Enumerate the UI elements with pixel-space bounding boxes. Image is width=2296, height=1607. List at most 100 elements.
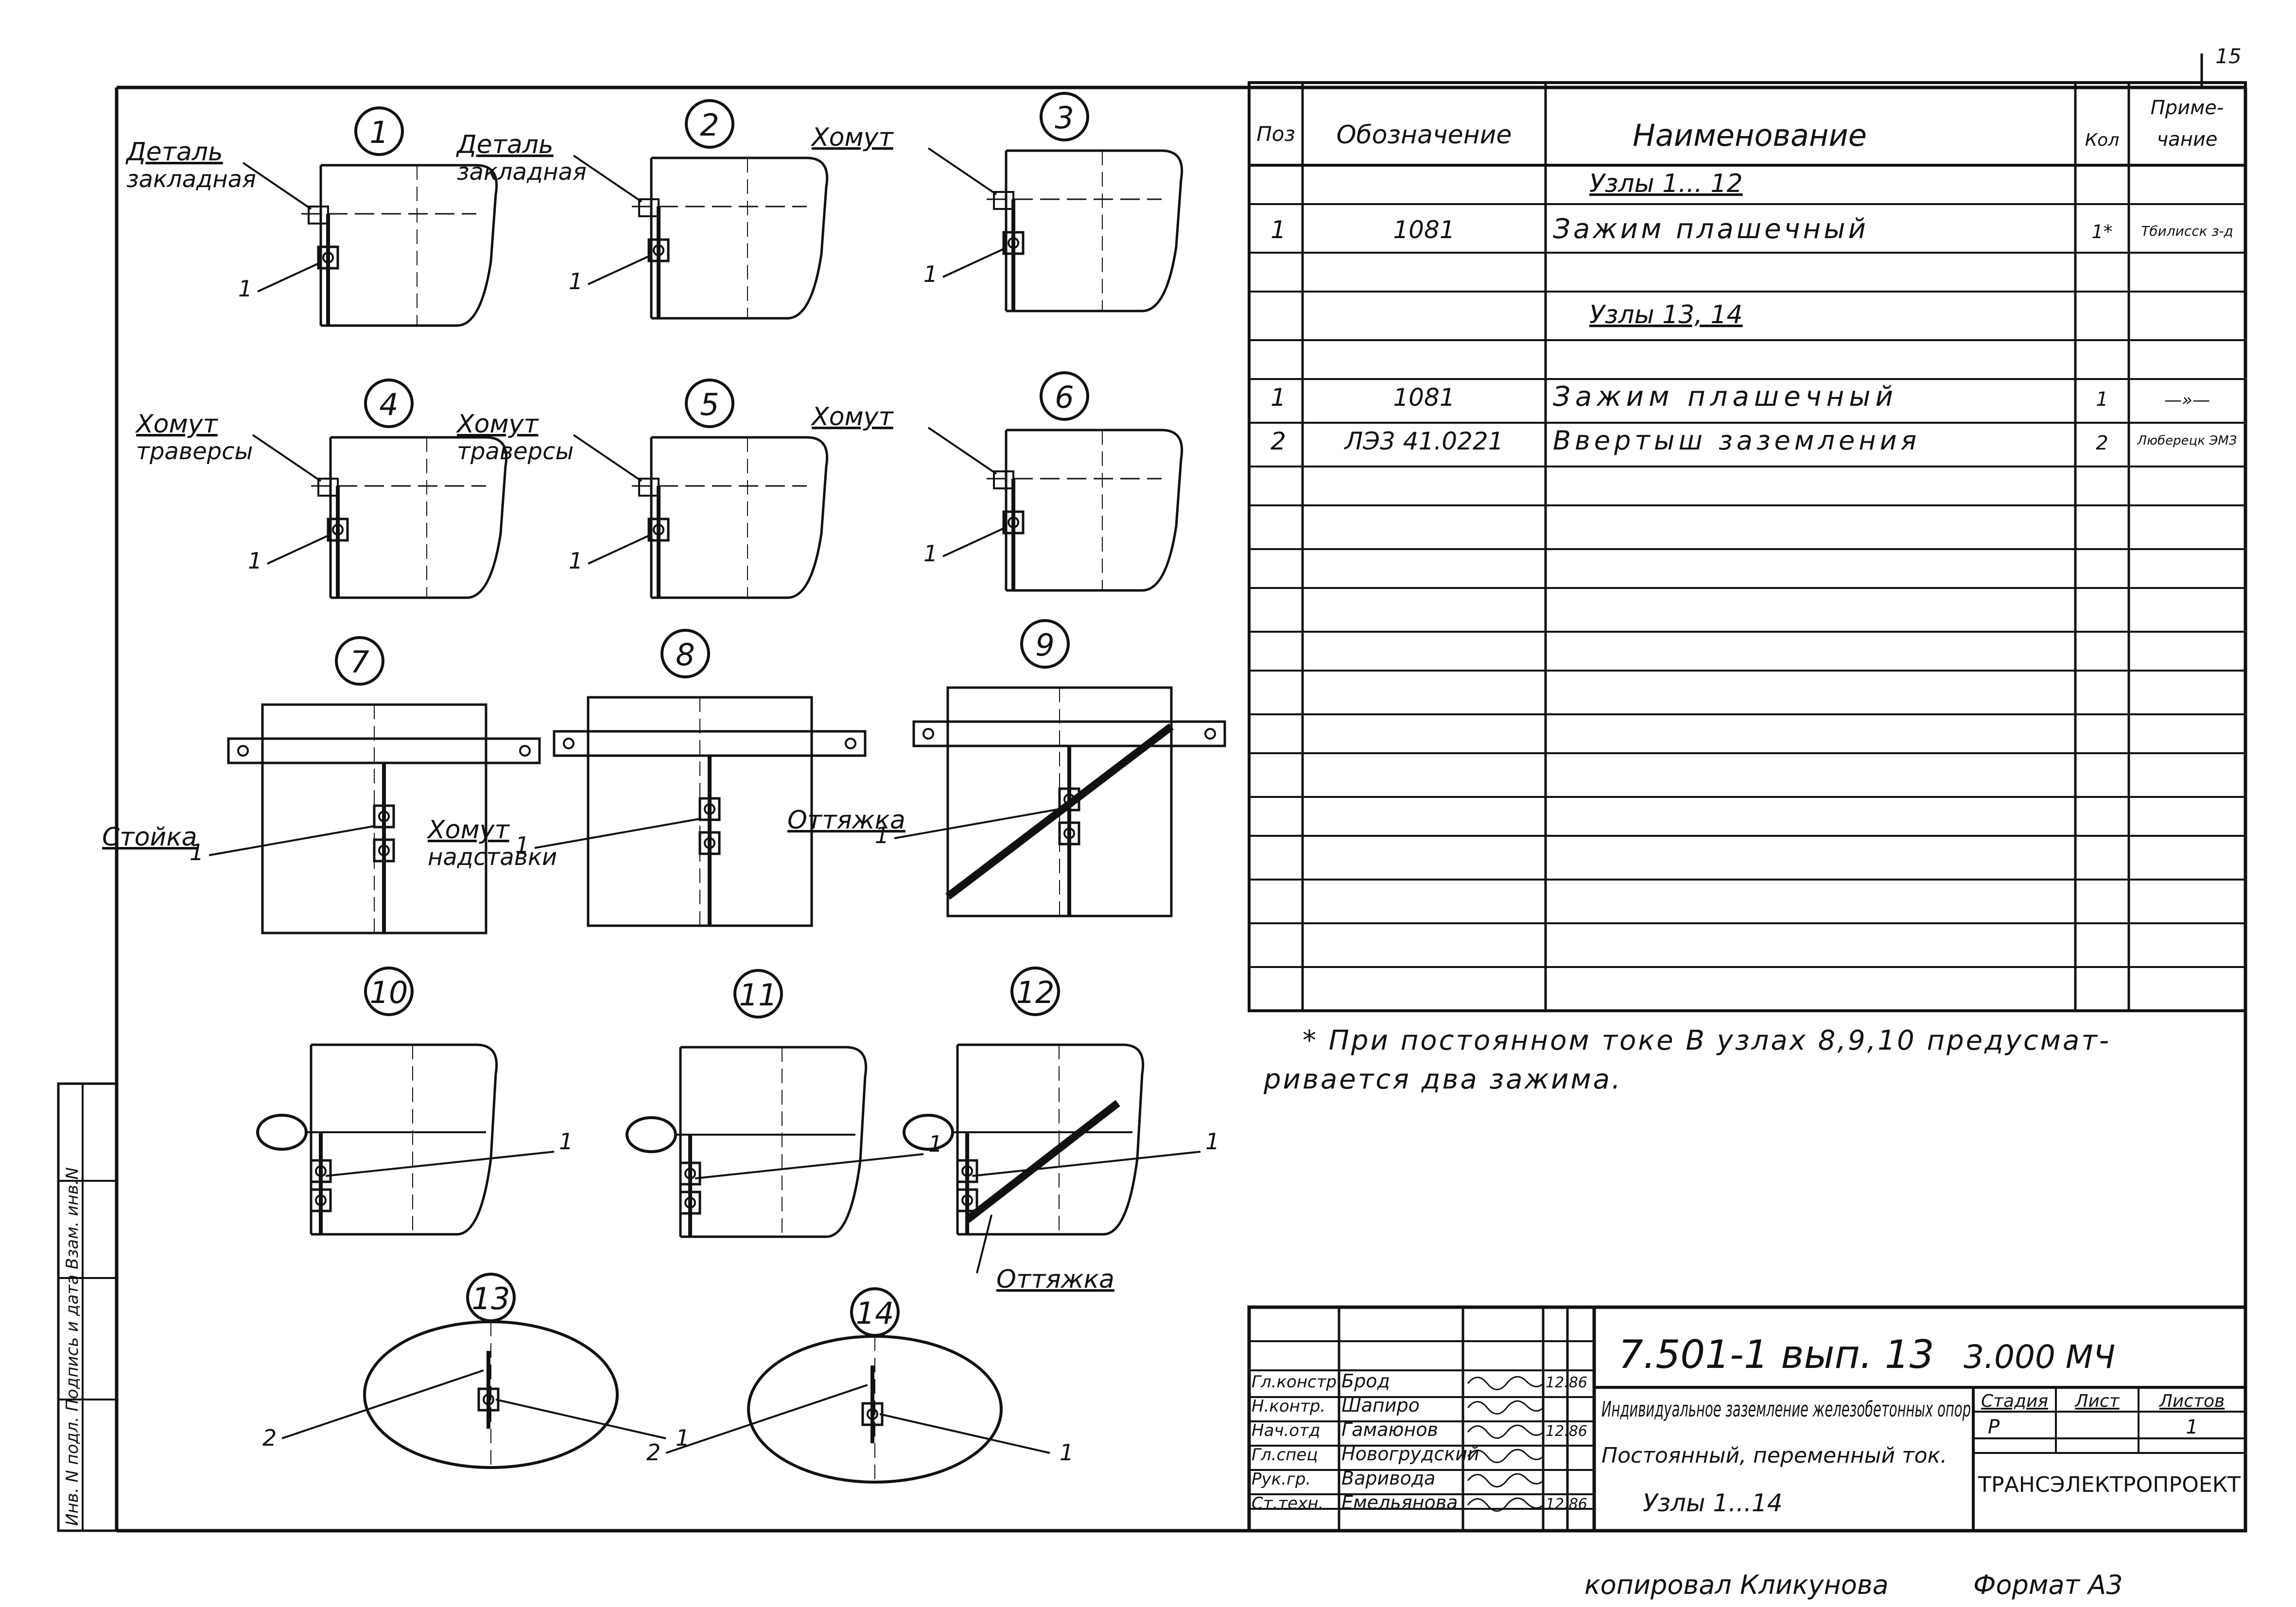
node-label: 1 [515,832,529,858]
spec-table: Поз Обозначение Наименование Кол Приме- … [1248,81,2247,1012]
node-number-circle [661,629,710,678]
clamp-bolt [322,252,334,263]
node-label: Хомут [135,410,218,439]
clamp [1058,821,1080,846]
signature-date: 12.86 [1546,1374,1587,1391]
node-label: траверсы [136,438,253,465]
row-designation: 1081 [1393,383,1455,412]
clamp [1002,231,1025,255]
handwritten-signature [1467,1497,1544,1512]
node-label: Деталь [456,130,554,159]
signature-role: Нач.отд [1252,1421,1320,1440]
beam-hole [237,745,249,757]
node-number: 5 [700,387,719,422]
header-designation: Обозначение [1337,121,1512,150]
handwritten-signature [1467,1376,1544,1390]
signature-name: Емельянова [1341,1492,1458,1513]
clamp [373,838,395,863]
row-designation: 1081 [1393,216,1455,244]
leader-line [695,1153,924,1179]
signature-role: Рук.гр. [1252,1469,1311,1489]
leader-line [976,1214,992,1274]
clamp-bolt [684,1197,696,1209]
leader-line [665,1384,868,1454]
doc-code: 3.000 МЧ [1964,1338,2115,1376]
node-label: Стойка [102,823,197,852]
pole-outline [650,156,829,320]
node-10: 101 [256,967,573,1236]
clamp [310,1159,332,1183]
guy-wire [965,1100,1120,1223]
leader-line [325,1151,555,1177]
node-label: 2 [646,1439,661,1466]
clamp [679,1191,701,1215]
side-stamp: Инв. N подл. Подпись и дата Взам. инв.N [57,1082,118,1532]
clamp [1002,510,1025,535]
node-number: 2 [700,107,719,143]
row-name: Узлы 13, 14 [1589,300,1743,329]
node-number: 4 [379,387,398,422]
copied-by: копировал Кликунова [1584,1570,1889,1600]
clamp-bolt [1008,517,1019,528]
node-label: Хомут [426,815,510,845]
clamp [956,1159,978,1183]
node-number-circle [685,99,734,149]
signature-name: Варивода [1341,1468,1435,1489]
leader-line [534,818,700,849]
signature-name: Гамаюнов [1341,1419,1438,1440]
clamp [698,797,721,821]
leader-line [927,147,997,195]
leader-line [588,534,652,565]
leader-line [252,434,322,482]
title-block: 7.501-1 вып. 13 3.000 МЧ Индивидуальное … [1247,1305,2247,1533]
clamp-bolt [1063,828,1075,839]
clamp-bolt [961,1165,973,1177]
grounding-loop [256,1114,308,1151]
leader-line [242,162,312,210]
sheets-label: Листов [2158,1391,2225,1411]
node-label: Оттяжка [787,806,905,835]
handwritten-signature [1467,1473,1544,1487]
footnote: * При постоянном токе В узлах 8,9,10 пре… [1263,1025,2109,1095]
header-qty: Кол [2085,130,2120,150]
row-name: Зажим плашечный [1553,381,1898,413]
signature-role: Н.контр. [1252,1397,1325,1416]
node-drawings: 11Детальзакладная21Детальзакладная31Хому… [102,92,1226,1484]
node-label: 1 [923,261,938,287]
header-name: Наименование [1633,118,1867,153]
node-number-circle [1010,967,1060,1016]
footnote-line-2: ривается два зажима. [1263,1064,1622,1095]
leader-line [257,261,321,293]
node-label: Оттяжка [996,1265,1114,1294]
header-pos: Поз [1256,122,1295,146]
pole-outline [319,164,498,327]
clamp [317,245,339,270]
node-label: траверсы [457,438,574,465]
row-qty: 1* [2091,221,2112,242]
clamp [310,1188,332,1212]
node-label: закладная [457,158,587,186]
handwritten-signature [1467,1449,1544,1463]
clamp-bolt [653,524,664,536]
row-note: —»— [2164,390,2210,410]
node-label: 2 [262,1425,277,1451]
node-label: 1 [238,276,252,302]
pole-outline [1005,429,1183,592]
clamp [647,518,670,542]
row-designation: ЛЭ3 41.0221 [1344,427,1504,455]
leader-line [573,155,643,203]
clamp-bolt [684,1168,696,1179]
clamp-bolt [378,845,390,856]
clamp-bolt [704,837,715,849]
node-number: 6 [1055,380,1074,415]
clamp-bolt [961,1194,973,1206]
pole-outline [679,1046,868,1238]
